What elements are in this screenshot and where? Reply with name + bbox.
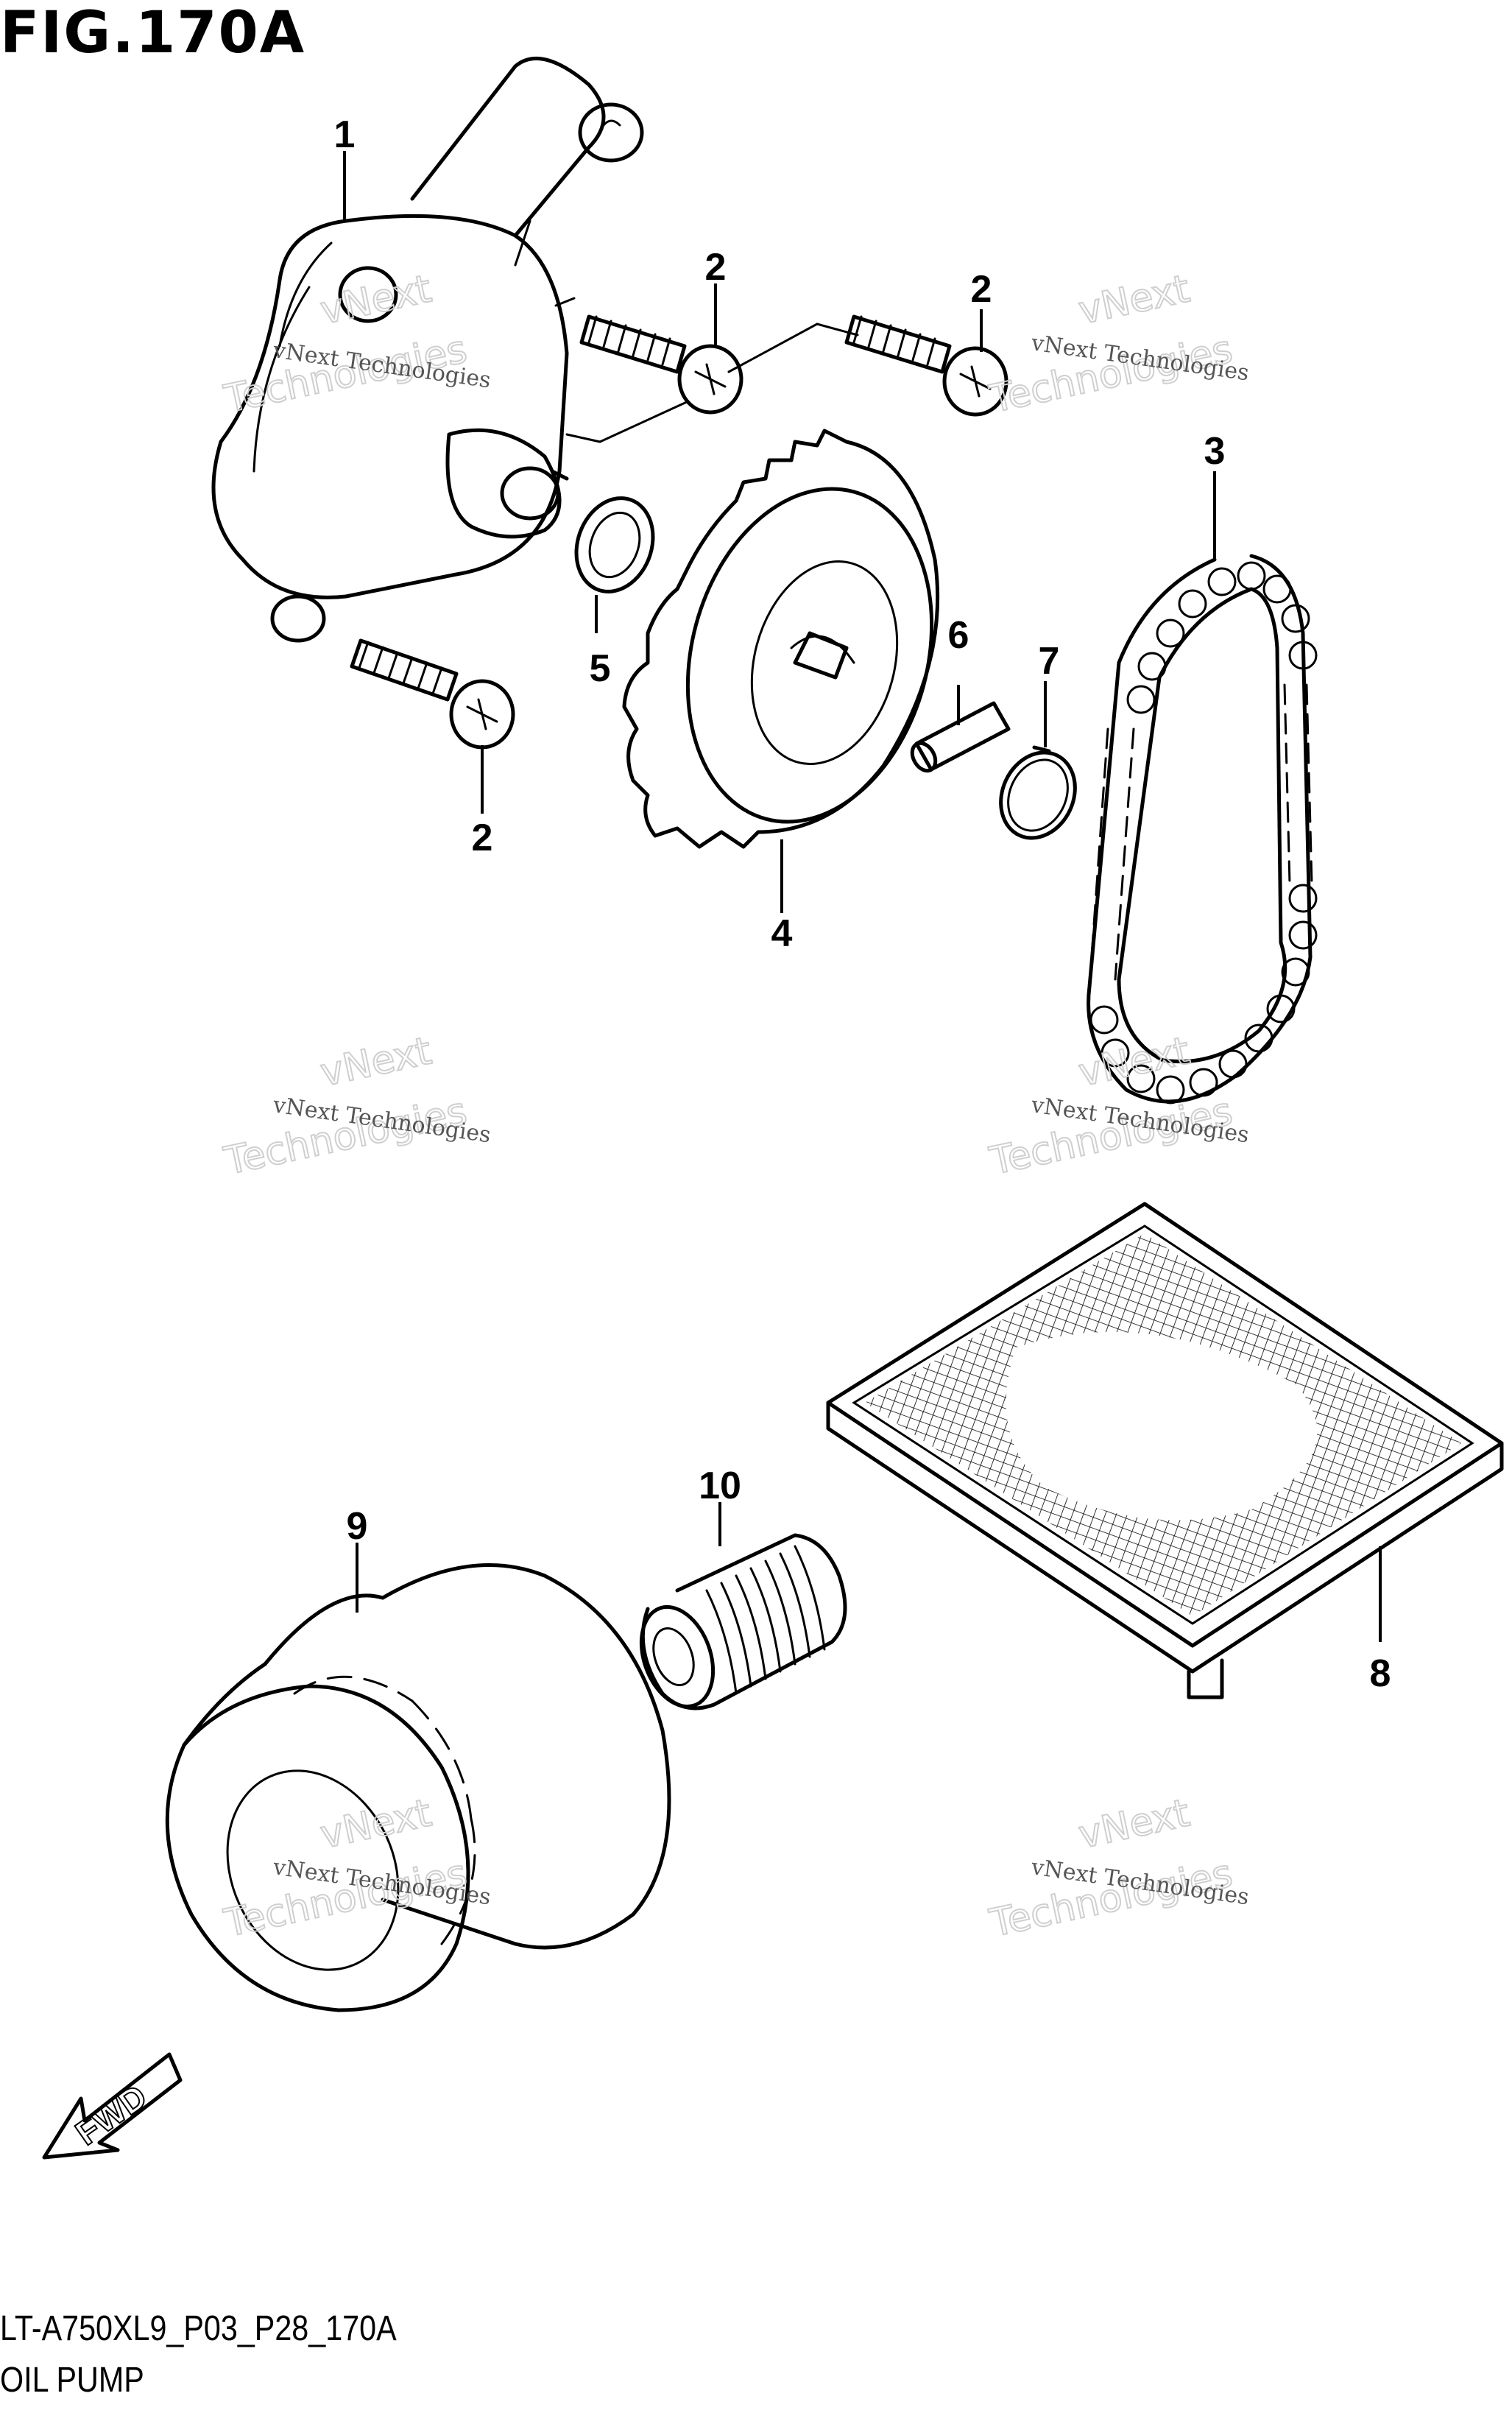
watermark-3: vNext Technologies vNext Technologies [219,1028,492,1184]
callout-2-lower: 2 [472,817,493,859]
drive-chain [1087,554,1318,1104]
bolt-upper-left [579,314,743,415]
svg-text:vNext: vNext [1075,1791,1193,1857]
washer [574,496,655,593]
oil-filter [165,1562,671,2012]
callout-4: 4 [771,912,793,955]
watermark-6: vNext Technologies vNext Technologies [985,1790,1251,1946]
oil-pump-body [211,56,644,643]
watermark-1: vNext Technologies vNext Technologies [219,266,492,422]
fwd-arrow: FWD [42,2052,183,2160]
fwd-label: FWD [68,2077,154,2153]
callout-2-upper-left: 2 [705,246,727,289]
circlip [999,745,1077,840]
bolt-lower [350,638,515,750]
figure-name: OIL PUMP [0,2361,144,2400]
callout-5: 5 [590,647,611,690]
svg-text:vNext: vNext [317,1029,435,1095]
callout-7: 7 [1039,640,1060,683]
watermark-4: vNext Technologies vNext Technologies [985,1028,1251,1184]
callout-1: 1 [334,113,356,156]
callout-8: 8 [1370,1652,1391,1695]
leader-lines [343,151,1382,1642]
figure-code: LT-A750XL9_P03_P28_170A [0,2309,397,2348]
svg-text:vNext: vNext [317,267,435,333]
svg-text:vNext: vNext [317,1791,435,1857]
bolt-upper-right [844,314,1008,417]
callouts: 1 2 2 2 3 4 5 6 7 8 9 10 [334,113,1391,1695]
oil-strainer [826,1202,1504,1699]
pin [910,701,1011,773]
callout-2-upper-right: 2 [971,268,992,311]
figure-title: FIG.170A [0,0,306,66]
svg-text:vNext: vNext [1075,267,1193,333]
watermark-2: vNext Technologies vNext Technologies [985,266,1251,422]
callout-3: 3 [1204,430,1226,473]
callout-6: 6 [948,614,969,657]
sprocket [622,429,940,849]
callout-9: 9 [347,1505,368,1548]
oil-filter-union [639,1533,847,1710]
callout-10: 10 [699,1465,741,1507]
